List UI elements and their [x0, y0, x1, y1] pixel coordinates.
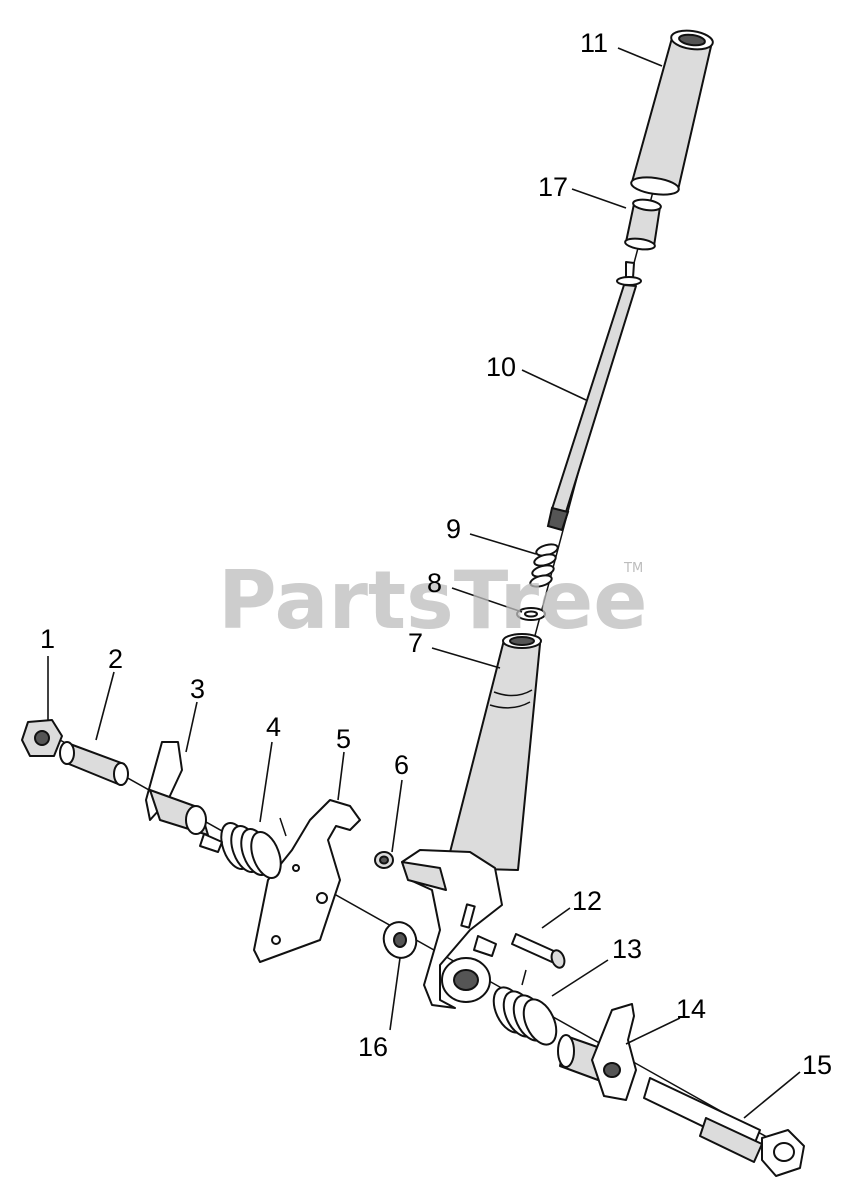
- callout-5: 5: [336, 724, 351, 754]
- part-14-bracket-plate[interactable]: [557, 1003, 637, 1101]
- callout-17: 17: [538, 172, 568, 202]
- part-17-bushing[interactable]: [624, 198, 662, 251]
- callout-4: 4: [266, 712, 281, 742]
- callout-labels: 11 17 10 9 8 7 1 2 3 4 5 6 12 13 14 15 1…: [40, 28, 832, 1080]
- part-16-flat-washer[interactable]: [379, 918, 421, 963]
- callout-3: 3: [190, 674, 205, 704]
- watermark-trademark: TM: [623, 561, 643, 576]
- part-11-handle-grip[interactable]: [630, 28, 714, 197]
- callout-12: 12: [572, 886, 602, 916]
- part-9-spring[interactable]: [529, 542, 559, 588]
- part-4-torsion-spring[interactable]: [216, 817, 287, 882]
- part-13-torsion-spring[interactable]: [487, 969, 563, 1050]
- part-5-mounting-plate[interactable]: [253, 799, 361, 963]
- callout-15: 15: [802, 1050, 832, 1080]
- watermark-text: PartsTree: [218, 554, 648, 647]
- part-7-shift-lever-tube[interactable]: [445, 633, 542, 871]
- part-8-washer[interactable]: [516, 607, 546, 621]
- part-3-cam-lever[interactable]: [145, 741, 223, 853]
- callout-11: 11: [580, 28, 608, 58]
- part-12-pin[interactable]: [511, 933, 567, 970]
- lever-bracket[interactable]: [401, 849, 503, 1009]
- callout-16: 16: [358, 1032, 388, 1062]
- part-10-shift-rod[interactable]: [546, 261, 642, 532]
- part-1-flange-nut[interactable]: [21, 719, 63, 757]
- callout-7: 7: [408, 628, 423, 658]
- callout-1: 1: [40, 624, 55, 654]
- callout-8: 8: [427, 568, 442, 598]
- callout-6: 6: [394, 750, 409, 780]
- callout-10: 10: [486, 352, 516, 382]
- part-2-sleeve-spacer[interactable]: [59, 741, 129, 786]
- callout-9: 9: [446, 514, 461, 544]
- callout-14: 14: [676, 994, 706, 1024]
- callout-2: 2: [108, 644, 123, 674]
- leader-lines: [47, 47, 801, 1119]
- watermark: PartsTree TM: [218, 554, 648, 647]
- part-6-nut[interactable]: [374, 851, 394, 869]
- callout-13: 13: [612, 934, 642, 964]
- part-15-shoulder-bolt[interactable]: [643, 1077, 805, 1177]
